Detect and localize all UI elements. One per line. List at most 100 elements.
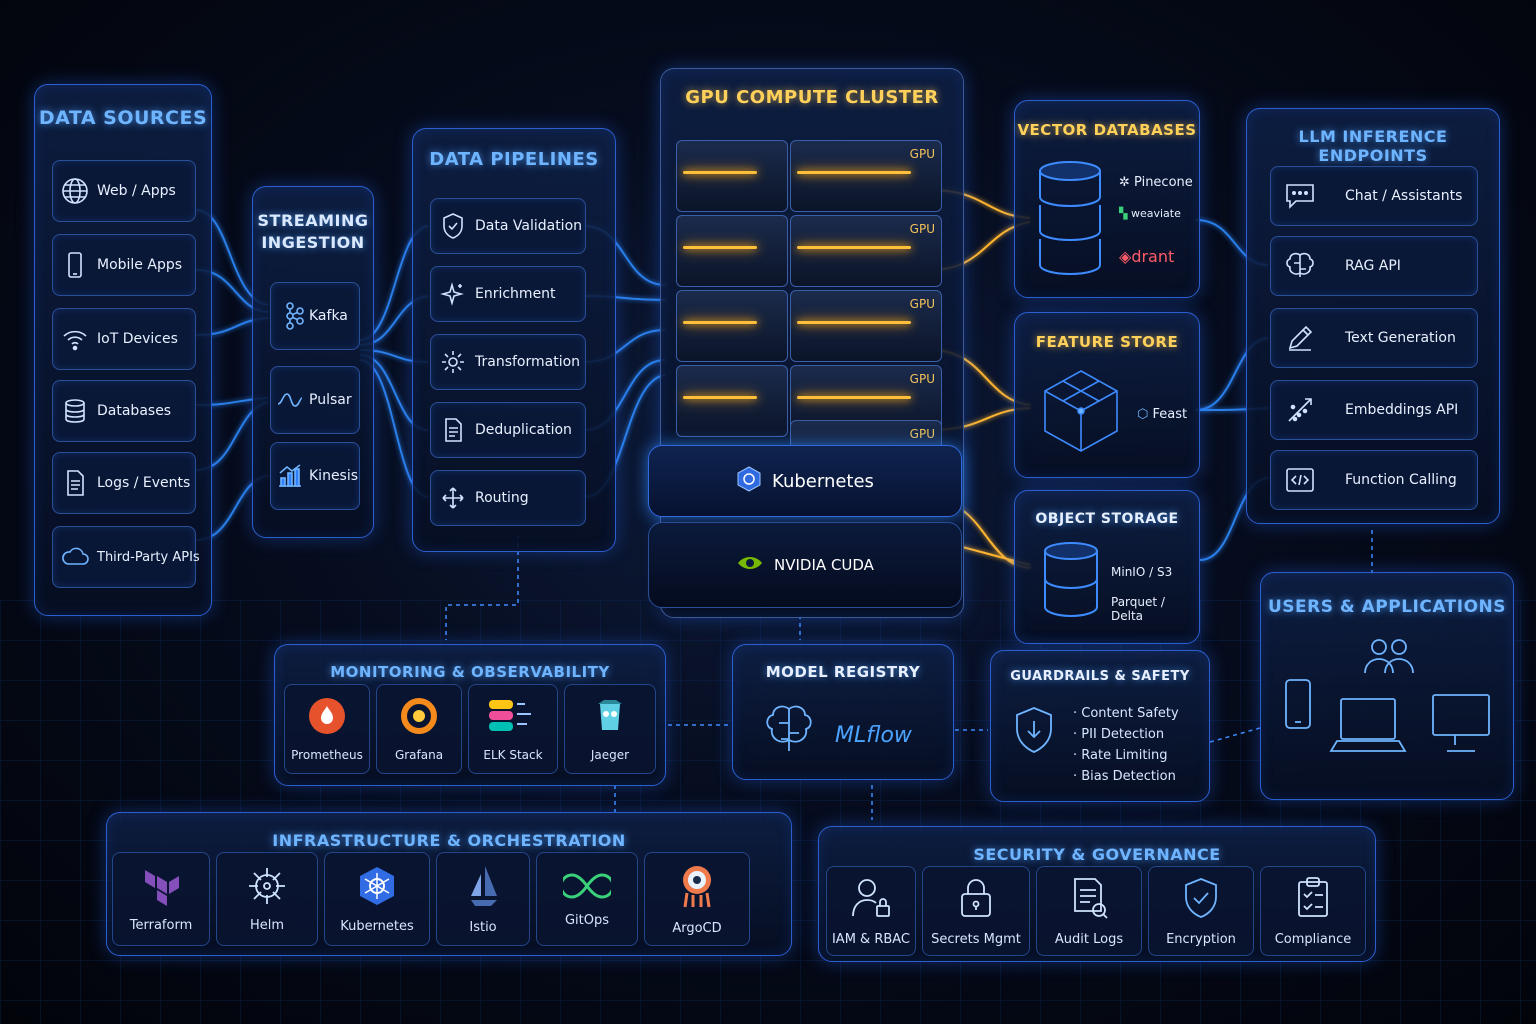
stream-label: Kafka bbox=[309, 308, 348, 324]
monitor-icon bbox=[1429, 691, 1493, 761]
endpoint-function-calling[interactable]: Function Calling bbox=[1270, 450, 1478, 510]
security-compliance[interactable]: Compliance bbox=[1260, 866, 1366, 956]
monitor-label: Grafana bbox=[394, 748, 444, 762]
security-label: Secrets Mgmt bbox=[931, 931, 1021, 947]
source-logs-events[interactable]: Logs / Events bbox=[52, 452, 196, 514]
pipeline-data-validation[interactable]: Data Validation bbox=[430, 198, 586, 254]
kubernetes-base-label: Kubernetes bbox=[772, 470, 874, 492]
guardrails-title: GUARDRAILS & SAFETY bbox=[1010, 669, 1190, 684]
security-iam-rbac[interactable]: IAM & RBAC bbox=[826, 866, 916, 956]
infra-terraform[interactable]: Terraform bbox=[112, 852, 210, 946]
cluster-base-cuda: NVIDIA CUDA bbox=[648, 522, 962, 608]
pipeline-transformation[interactable]: Transformation bbox=[430, 334, 586, 390]
model-registry-title: MODEL REGISTRY bbox=[765, 663, 921, 681]
streaming-title-line2: INGESTION bbox=[261, 233, 365, 252]
database-stack-icon bbox=[1035, 159, 1105, 283]
bucket-icon bbox=[1041, 541, 1101, 625]
llm-endpoints-title: LLM INFERENCE ENDPOINTS bbox=[1298, 127, 1448, 165]
security-label: Compliance bbox=[1274, 931, 1352, 947]
infra-label: Terraform bbox=[129, 917, 193, 933]
security-secrets-mgmt[interactable]: Secrets Mgmt bbox=[922, 866, 1030, 956]
endpoint-rag-api[interactable]: RAG API bbox=[1270, 236, 1478, 296]
users-icon bbox=[1361, 633, 1417, 683]
code-icon bbox=[1271, 467, 1329, 493]
object-storage-title: OBJECT STORAGE bbox=[1035, 511, 1179, 527]
elk-icon bbox=[485, 696, 541, 740]
endpoint-text-generation[interactable]: Text Generation bbox=[1270, 308, 1478, 368]
brand-pinecone: ✲ Pinecone bbox=[1119, 175, 1193, 190]
security-label: IAM & RBAC bbox=[831, 931, 911, 947]
guardrail-item: · Rate Limiting bbox=[1073, 748, 1168, 763]
pipeline-label: Deduplication bbox=[475, 422, 572, 438]
monitor-jaeger[interactable]: Jaeger bbox=[564, 684, 656, 774]
gpu-unit bbox=[676, 290, 788, 362]
infra-argocd[interactable]: ArgoCD bbox=[644, 852, 750, 946]
audit-icon bbox=[1069, 876, 1109, 924]
infra-kubernetes[interactable]: Kubernetes bbox=[324, 852, 430, 946]
data-pipelines-title: DATA PIPELINES bbox=[429, 149, 599, 170]
stream-kinesis[interactable]: Kinesis bbox=[270, 442, 360, 510]
monitor-prometheus[interactable]: Prometheus bbox=[284, 684, 370, 774]
clipboard-icon bbox=[1295, 876, 1331, 924]
infra-label: Helm bbox=[249, 917, 285, 933]
endpoint-embeddings-api[interactable]: Embeddings API bbox=[1270, 380, 1478, 440]
cluster-base-kubernetes: Kubernetes bbox=[648, 445, 962, 517]
infra-istio[interactable]: Istio bbox=[436, 852, 530, 946]
monitor-label: Jaeger bbox=[590, 748, 630, 762]
infra-gitops[interactable]: GitOps bbox=[536, 852, 638, 946]
globe-icon bbox=[53, 176, 97, 206]
vector-databases-panel: VECTOR DATABASES ✲ Pinecone ▚ weaviate ◈… bbox=[1014, 100, 1200, 298]
source-mobile-apps[interactable]: Mobile Apps bbox=[52, 234, 196, 296]
infra-label: ArgoCD bbox=[672, 920, 722, 936]
security-audit-logs[interactable]: Audit Logs bbox=[1036, 866, 1142, 956]
nvidia-icon bbox=[736, 553, 764, 577]
argocd-icon bbox=[677, 863, 717, 913]
shield-icon bbox=[1181, 876, 1221, 924]
wifi-icon bbox=[53, 324, 97, 354]
shield-icon bbox=[1013, 705, 1055, 759]
object-storage-line1: MinIO / S3 bbox=[1111, 565, 1173, 579]
security-encryption[interactable]: Encryption bbox=[1148, 866, 1254, 956]
gpu-unit: GPU bbox=[790, 215, 942, 287]
endpoint-chat-assistants[interactable]: Chat / Assistants bbox=[1270, 166, 1478, 226]
pipeline-label: Routing bbox=[475, 490, 529, 506]
stream-kafka[interactable]: Kafka bbox=[270, 282, 360, 350]
endpoint-label: Embeddings API bbox=[1345, 402, 1459, 418]
pipeline-enrichment[interactable]: Enrichment bbox=[430, 266, 586, 322]
endpoint-label: Function Calling bbox=[1345, 472, 1457, 488]
source-web-apps[interactable]: Web / Apps bbox=[52, 160, 196, 222]
sparkle-icon bbox=[431, 281, 475, 307]
guardrails-panel: GUARDRAILS & SAFETY · Content Safety · P… bbox=[990, 650, 1210, 802]
endpoint-label: Text Generation bbox=[1345, 330, 1456, 346]
stream-pulsar[interactable]: Pulsar bbox=[270, 366, 360, 434]
gpu-cluster-title: GPU COMPUTE CLUSTER bbox=[685, 87, 939, 108]
pipeline-routing[interactable]: Routing bbox=[430, 470, 586, 526]
gear-icon bbox=[431, 349, 475, 375]
pipeline-deduplication[interactable]: Deduplication bbox=[430, 402, 586, 458]
source-iot-devices[interactable]: IoT Devices bbox=[52, 308, 196, 370]
padlock-icon bbox=[958, 876, 994, 924]
infrastructure-title: INFRASTRUCTURE & ORCHESTRATION bbox=[272, 831, 626, 850]
model-registry-panel: MODEL REGISTRY MLflow bbox=[732, 644, 954, 780]
source-third-party-apis[interactable]: Third-Party APIs bbox=[52, 526, 200, 588]
kubernetes-icon bbox=[356, 865, 398, 911]
monitor-label: ELK Stack bbox=[483, 748, 543, 762]
cuda-base-label: NVIDIA CUDA bbox=[774, 556, 874, 574]
user-lock-icon bbox=[849, 876, 893, 924]
source-label: Third-Party APIs bbox=[97, 549, 200, 565]
gpu-unit bbox=[676, 365, 788, 437]
source-databases[interactable]: Databases bbox=[52, 380, 196, 442]
monitor-elk-stack[interactable]: ELK Stack bbox=[468, 684, 558, 774]
phone-icon bbox=[53, 250, 97, 280]
object-storage-panel: OBJECT STORAGE MinIO / S3 Parquet / Delt… bbox=[1014, 490, 1200, 644]
gpu-unit bbox=[676, 140, 788, 212]
brain-icon bbox=[1271, 251, 1329, 281]
file-icon bbox=[431, 416, 475, 444]
security-label: Audit Logs bbox=[1054, 931, 1124, 947]
object-storage-line2: Parquet / Delta bbox=[1111, 595, 1165, 623]
infra-helm[interactable]: Helm bbox=[216, 852, 318, 946]
monitor-grafana[interactable]: Grafana bbox=[376, 684, 462, 774]
source-label: Web / Apps bbox=[97, 183, 176, 199]
data-sources-title: DATA SOURCES bbox=[38, 107, 208, 129]
infra-label: GitOps bbox=[564, 912, 610, 928]
